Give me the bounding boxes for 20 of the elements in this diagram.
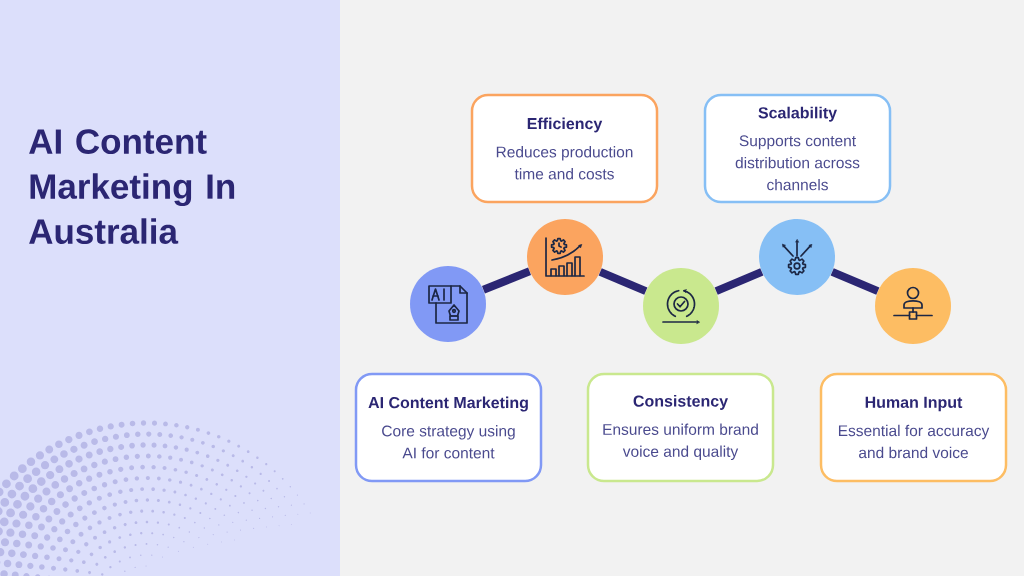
connector-line (481, 267, 532, 294)
card-title: AI Content Marketing (368, 396, 528, 412)
card-title: Efficiency (527, 117, 603, 133)
card-text: Essential for accuracy and brand voice (838, 424, 990, 459)
card-title: Consistency (633, 395, 728, 410)
card-text: Supports content distribution across channels (735, 135, 860, 191)
connector-line (598, 268, 648, 295)
card-title: Scalability (758, 106, 837, 122)
card-text: Ensures uniform brand voice and quality (603, 423, 758, 461)
card-text: Core strategy using AI for content (382, 425, 515, 459)
info-card (354, 372, 543, 483)
info-card (586, 372, 775, 483)
title: AI Content Marketing In Australia (29, 129, 235, 244)
connector-line (830, 268, 880, 295)
info-card (470, 93, 659, 204)
connector-line (714, 268, 764, 295)
info-card (819, 372, 1008, 483)
card-title: Human Input (865, 396, 963, 412)
info-card (703, 93, 892, 204)
card-text: Reduces production time and costs (496, 146, 633, 180)
